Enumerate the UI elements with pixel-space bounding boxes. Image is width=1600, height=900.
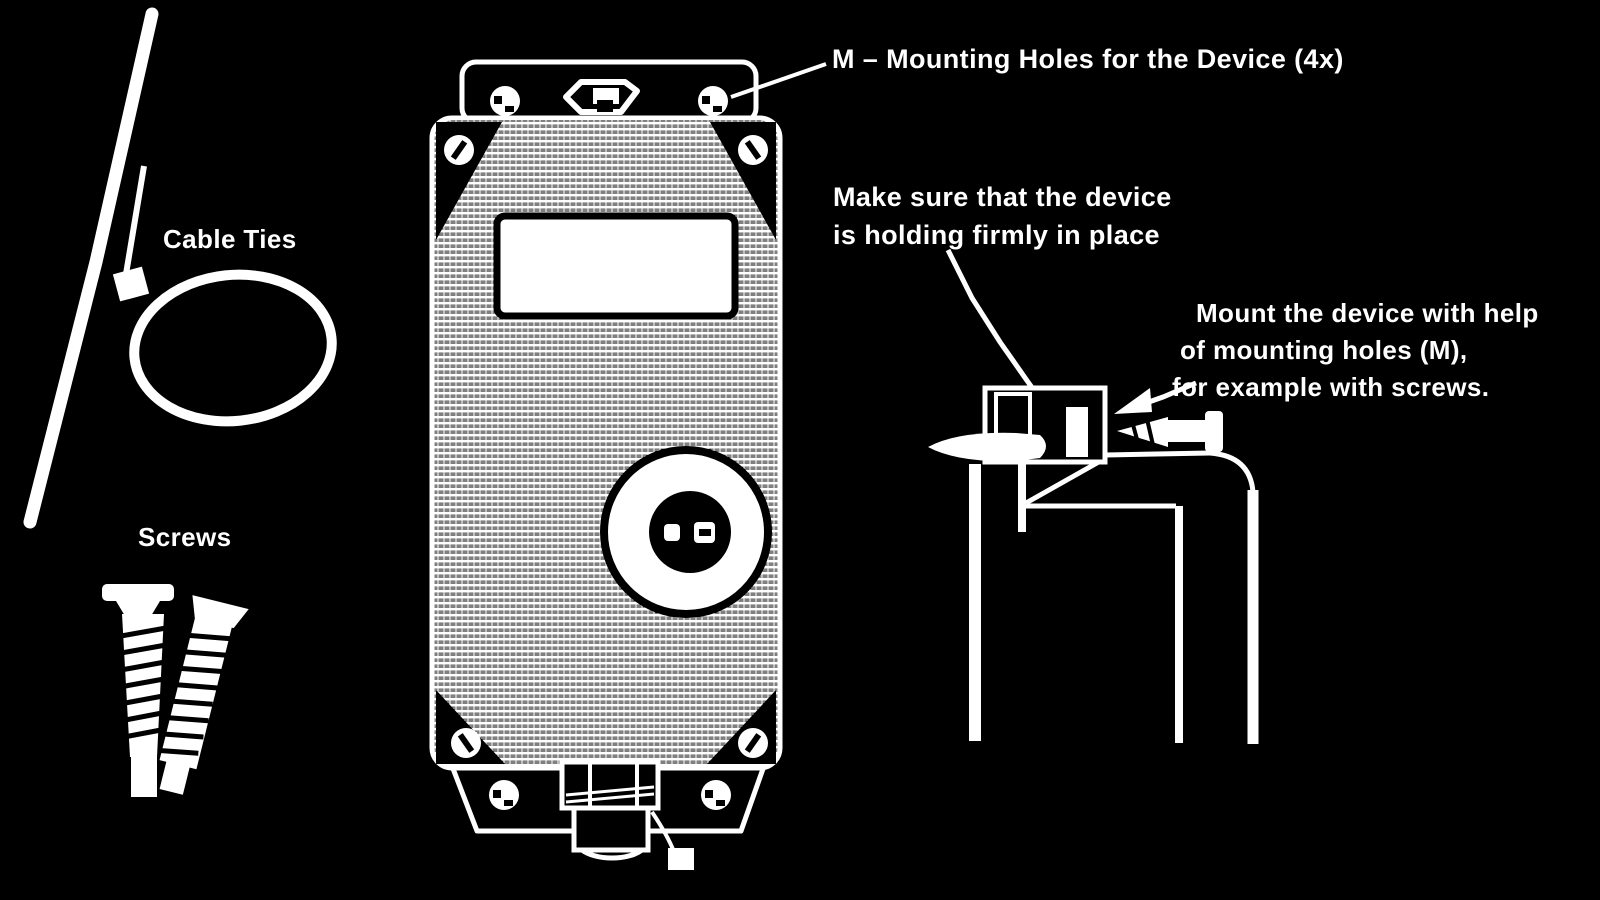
mount-label-line3: for example with screws. [1172,372,1490,402]
firmly-label-line2: is holding firmly in place [833,220,1160,250]
device-front-view [429,59,827,870]
mounted-side-view [928,248,1259,744]
side-screw-icon [1117,411,1223,452]
corner-screw-icons [444,135,768,758]
mounting-holes-label: M – Mounting Holes for the Device (4x) [832,44,1344,74]
round-connector-knob [600,446,772,618]
device-side-view [928,385,1108,465]
cable-gland [559,759,694,870]
mounting-hole-top-right [698,86,728,116]
mount-label-line2: of mounting holes (M), [1180,335,1468,365]
arrow-to-mounting-hole [1114,380,1197,414]
cable-tie-loop-icon [112,266,337,427]
mounting-hole-bottom-right [701,780,731,810]
leader-line-firmly [945,248,1041,398]
firmly-label-line1: Make sure that the device [833,182,1172,212]
mounting-hole-bottom-left [489,780,519,810]
cable-ties-label: Cable Ties [163,224,297,254]
top-mounting-bracket [459,59,759,125]
leader-line-mounting-holes [730,62,827,99]
mounting-post [969,450,1259,744]
long-screw-icon [102,584,174,797]
antenna-side-icon [928,432,1046,462]
short-screw-icon [157,595,249,795]
mounting-hole-top-left [490,86,520,116]
cable-tie-strap-icon [23,7,159,529]
display-window [493,212,739,320]
screws-label: Screws [138,522,232,552]
mount-label-line1: Mount the device with help [1196,298,1539,328]
